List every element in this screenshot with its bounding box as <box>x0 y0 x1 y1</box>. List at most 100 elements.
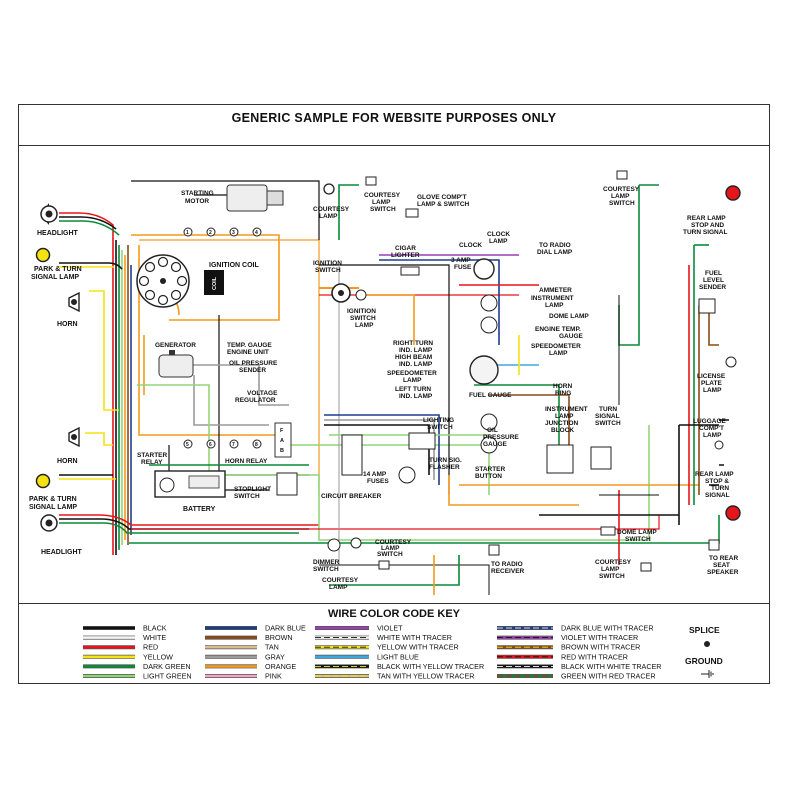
dimmer-switch-label-1: DIMMER <box>313 559 340 566</box>
courtesy-switch-right-label-1: COURTESY <box>595 559 632 566</box>
generator-label: GENERATOR <box>155 342 196 349</box>
legend-label: BROWN WITH TRACER <box>561 643 640 652</box>
legend-title: WIRE COLOR CODE KEY <box>327 608 460 620</box>
legend-label: LIGHT BLUE <box>377 652 419 661</box>
junction-block-label-3: JUNCTION <box>545 420 579 427</box>
plug-5: 5 <box>186 442 189 448</box>
starter-relay-label-1: STARTER <box>137 452 168 459</box>
license-lamp-label-2: PLATE <box>701 380 722 387</box>
plug-7: 7 <box>232 442 235 448</box>
fuel-sender-label-2: LEVEL <box>703 277 724 284</box>
rear-lamp-top-icon <box>725 185 741 201</box>
fuel-gauge-icon <box>480 413 498 431</box>
ignition-coil-icon <box>204 270 224 295</box>
three-amp-fuse-label-2: FUSE <box>454 264 472 271</box>
flasher-icon <box>398 466 416 484</box>
speedometer-right-label-1: SPEEDOMETER <box>531 343 581 350</box>
engine-temp-gauge-label-2: GAUGE <box>559 333 584 340</box>
courtesy-switch-right-top-label-2: LAMP <box>611 193 630 200</box>
lighting-switch-label-2: SWITCH <box>427 424 453 431</box>
lighting-switch-label-1: LIGHTING <box>423 417 454 424</box>
plug-2: 2 <box>209 230 212 236</box>
radio-receiver-label-2: RECEIVER <box>491 568 525 575</box>
courtesy-lamp-top-label-1: COURTESY <box>313 206 350 213</box>
speedometer-left-label-2: LAMP <box>403 377 422 384</box>
turn-switch-label-2: SIGNAL <box>595 413 620 420</box>
legend-entry: GRAY <box>205 652 285 661</box>
legend-entry: DARK BLUE <box>205 624 306 633</box>
horn-ring-label-1: HORN <box>553 383 572 390</box>
diagram-frame: GENERIC SAMPLE FOR WEBSITE PURPOSES ONLY <box>18 104 770 684</box>
cigar-lighter-label-1: CIGAR <box>395 245 416 252</box>
dome-lamp-top-label: DOME LAMP <box>549 313 589 320</box>
page-title: GENERIC SAMPLE FOR WEBSITE PURPOSES ONLY <box>231 111 557 125</box>
right-turn-lamp-label-2: IND. LAMP <box>399 347 433 354</box>
plug-8: 8 <box>255 442 258 448</box>
legend-label: ORANGE <box>265 662 296 671</box>
radio-receiver-icon <box>488 544 500 556</box>
dome-switch-label-1: DOME LAMP <box>617 529 657 536</box>
rear-speaker-label-1: TO REAR <box>709 555 738 562</box>
legend-label: YELLOW WITH TRACER <box>377 643 459 652</box>
ammeter-icon <box>480 294 498 312</box>
voltage-regulator-label-2: REGULATOR <box>235 397 276 404</box>
reg-terminal-a: A <box>280 438 284 444</box>
radio-receiver-label-1: TO RADIO <box>491 561 523 568</box>
legend-entry: TAN <box>205 643 279 652</box>
ignition-switch-lamp-label-3: LAMP <box>355 322 374 329</box>
starting-motor-label-2: MOTOR <box>185 198 209 205</box>
courtesy-switch-right-top-icon <box>616 170 628 180</box>
turn-sig-flasher-label-1: TURN SIG. <box>429 457 462 464</box>
junction-block-icon <box>546 444 574 474</box>
legend-entry: TAN WITH YELLOW TRACER <box>315 672 474 681</box>
starter-relay-icon <box>159 477 175 493</box>
legend-label: BLACK WITH WHITE TRACER <box>561 662 662 671</box>
speedometer-icon <box>469 355 499 385</box>
distributor-icon <box>136 254 190 308</box>
rear-speaker-label-3: SPEAKER <box>707 569 739 576</box>
park-turn-top-label-1: PARK & TURN <box>34 266 82 273</box>
oil-pressure-sender-label-1: OIL PRESSURE <box>229 360 278 367</box>
glove-lamp-label-2: LAMP & SWITCH <box>417 201 470 208</box>
luggage-lamp-label-1: LUGGAGE <box>693 418 727 425</box>
rear-lamp-bottom-label-1: REAR LAMP <box>695 471 734 478</box>
starter-relay-label-2: RELAY <box>141 459 163 466</box>
left-turn-lamp-label-1: LEFT TURN <box>395 386 431 393</box>
fuse-block-icon <box>341 434 363 476</box>
rear-lamp-top-label-2: STOP AND <box>691 222 724 229</box>
oil-pressure-gauge-label-2: PRESSURE <box>483 434 519 441</box>
reg-terminal-f: F <box>280 428 284 434</box>
rear-lamp-bottom-label-2: STOP & <box>705 478 729 485</box>
stoplight-switch-label-2: SWITCH <box>234 493 260 500</box>
legend-entry: RED <box>83 643 158 652</box>
legend-label: RED WITH TRACER <box>561 652 628 661</box>
legend-label: PINK <box>265 672 282 681</box>
legend-label: LIGHT GREEN <box>143 672 192 681</box>
three-amp-fuse-label-1: 3 AMP <box>451 257 471 264</box>
high-beam-lamp-label-2: IND. LAMP <box>399 361 433 368</box>
license-lamp-label-3: LAMP <box>703 387 722 394</box>
turn-switch-label-1: TURN <box>599 406 617 413</box>
ignition-switch-lamp-label-2: SWITCH <box>350 315 376 322</box>
legend-entry: LIGHT BLUE <box>315 652 419 661</box>
instrument-lamp-label-1: INSTRUMENT <box>531 295 574 302</box>
legend-entry: BLACK <box>83 624 167 633</box>
legend-entry: BLACK WITH WHITE TRACER <box>497 662 662 671</box>
temp-gauge-unit-label-1: TEMP. GAUGE <box>227 342 272 349</box>
cigar-lighter-icon <box>400 266 420 276</box>
courtesy-switch-bottom-icon <box>378 560 390 570</box>
legend-entry: DARK GREEN <box>83 662 191 671</box>
horn-top-icon <box>68 291 80 313</box>
legend-label: BROWN <box>265 633 293 642</box>
courtesy-switch-right-label-2: LAMP <box>601 566 620 573</box>
legend-entry: VIOLET <box>315 624 403 633</box>
courtesy-switch-bottom-label-1: COURTESY <box>375 539 412 546</box>
courtesy-switch-top-label-1: COURTESY <box>364 192 401 199</box>
starter-button-label-1: STARTER <box>475 466 506 473</box>
clock-lamp-label-2: LAMP <box>489 238 508 245</box>
turn-sig-flasher-label-2: FLASHER <box>429 464 460 471</box>
legend-label: VIOLET WITH TRACER <box>561 633 638 642</box>
lighting-switch-icon <box>408 432 436 450</box>
right-turn-lamp-label-1: RIGHT TURN <box>393 340 433 347</box>
courtesy-lamp-bottom-label-1: COURTESY <box>322 577 359 584</box>
